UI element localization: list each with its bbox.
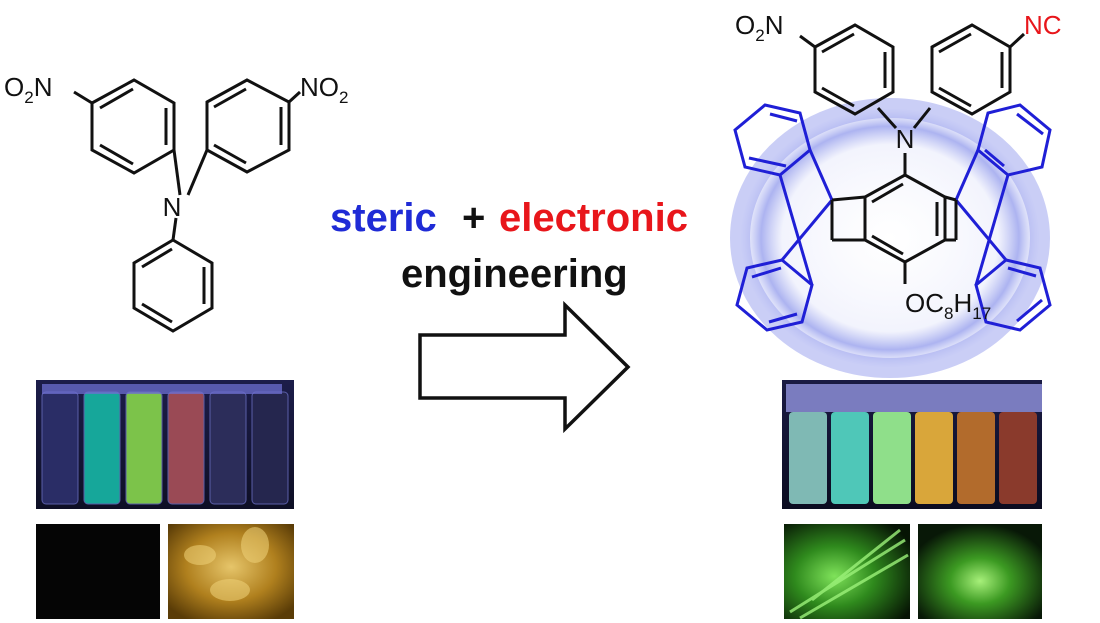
right-aryl-ring-a	[813, 23, 895, 116]
right-ring-b-inner3	[938, 86, 972, 108]
trip-ru-inner	[1016, 112, 1044, 136]
left-no2-a: O2N	[4, 72, 52, 107]
trip-lu-inner2	[748, 156, 787, 168]
left-ring-a-inner3	[99, 143, 134, 166]
left-aryl-ring-b	[205, 78, 291, 174]
right-vials-photo	[782, 380, 1042, 509]
left-molecule	[73, 78, 302, 333]
left-no2-b: NO2	[300, 72, 348, 107]
headline-electronic: electronic	[499, 196, 688, 240]
headline-steric: steric	[330, 196, 437, 240]
right-no2: O2N	[735, 10, 783, 45]
steric-halo	[740, 108, 1040, 368]
left-phenyl-ring	[132, 238, 214, 333]
trip-l-bh3	[778, 174, 814, 286]
left-ring-b-inner1	[213, 87, 247, 109]
central-inner3	[871, 234, 904, 256]
right-ring-a-inner1	[821, 32, 855, 54]
left-ring-c-inner1	[141, 247, 173, 269]
left-bond-a-n	[172, 149, 182, 196]
right-bond-no2	[799, 34, 816, 49]
central-inner1	[871, 182, 904, 204]
trip-r-bh1	[954, 149, 980, 201]
right-green-powder-photo	[918, 524, 1042, 619]
left-bond-no2-b	[287, 90, 302, 104]
right-alkoxy: OC8H17	[905, 288, 991, 323]
right-vials	[786, 384, 1042, 504]
right-bond-n-a	[876, 106, 898, 130]
left-vials	[41, 384, 289, 505]
trip-rl-inner2	[1016, 298, 1043, 323]
left-molecule-labels: N O2N NO2	[4, 72, 348, 222]
trip-lu-inner	[769, 112, 798, 123]
left-aryl-ring-a	[90, 78, 176, 175]
steric-halo-ring	[730, 98, 1050, 378]
cb-right-top	[944, 195, 957, 202]
left-bond-b-n	[186, 149, 209, 196]
triptycene-units	[733, 103, 1052, 332]
left-dark-crystal-photo	[36, 524, 160, 619]
left-ring-b-inner3	[213, 143, 247, 165]
trip-r-bh3	[974, 174, 1010, 286]
fiber-strands	[789, 528, 909, 620]
right-molecule-labels: N O2N NC OC8H17	[735, 10, 1062, 323]
trip-rl-inner	[1007, 266, 1037, 278]
amber-texture	[184, 527, 269, 601]
left-vials-photo	[36, 380, 294, 509]
reaction-arrow	[418, 300, 631, 434]
trip-r-bh2	[954, 199, 1008, 261]
trip-ll-inner	[751, 266, 782, 279]
trip-ru-inner2	[984, 148, 1005, 168]
headline-engineering: engineering	[401, 252, 628, 296]
headline: steric + electronic engineering	[330, 196, 688, 296]
right-core	[799, 23, 1026, 284]
trip-l-bh1	[808, 149, 834, 201]
left-ring-c-inner3	[141, 302, 173, 324]
right-aryl-ring-b	[930, 23, 1012, 116]
left-n-center: N	[163, 192, 182, 222]
cb-left-top	[831, 195, 866, 202]
right-n-center: N	[896, 124, 915, 154]
left-amber-crystal-photo	[168, 524, 294, 619]
left-bond-n-c	[171, 217, 178, 241]
right-nc: NC	[1024, 10, 1062, 40]
right-ring-b-inner1	[938, 32, 972, 54]
trip-l-bh2	[780, 199, 834, 261]
right-bond-nc	[1008, 32, 1026, 49]
right-ring-a-inner3	[821, 86, 855, 108]
left-bond-no2-a	[73, 90, 93, 105]
headline-plus: +	[462, 196, 485, 240]
trip-ll-inner2	[768, 312, 798, 324]
right-bond-n-b	[912, 107, 932, 129]
left-ring-a-inner1	[99, 87, 134, 110]
